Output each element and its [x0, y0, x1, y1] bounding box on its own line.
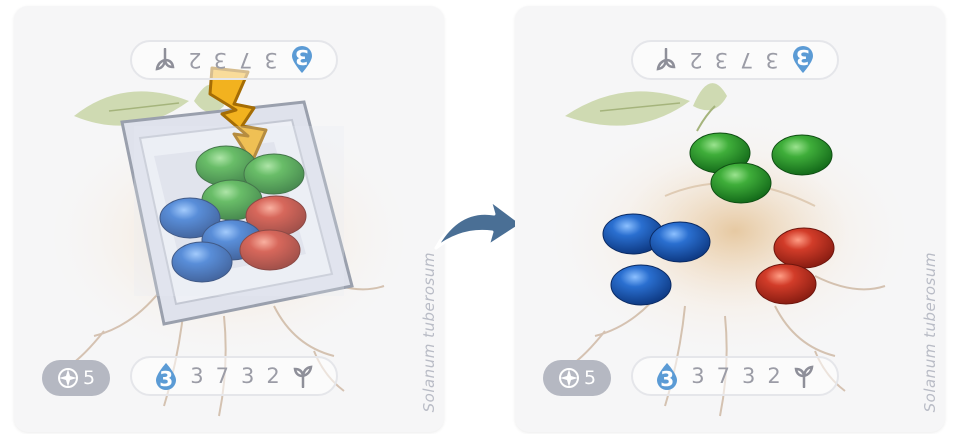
- green-token: [772, 135, 832, 175]
- water-drop-icon: 3: [655, 362, 679, 390]
- stat-value: 7: [717, 364, 730, 388]
- blue-token: [650, 222, 710, 262]
- stat-value: 2: [188, 48, 201, 72]
- compass-icon: [57, 367, 79, 389]
- stat-value: 2: [689, 48, 702, 72]
- bottom-stat-bar: 3 3 7 3 2: [631, 356, 839, 396]
- sprout-icon: [292, 364, 314, 388]
- stat-value: 3: [190, 364, 203, 388]
- stat-value: 7: [239, 48, 252, 72]
- stat-value: 3: [264, 48, 277, 72]
- bottom-stat-bar: 3 3 7 3 2: [130, 356, 338, 396]
- compass-value: 5: [584, 367, 596, 389]
- top-stat-bar: 3 3 7 3 2: [130, 40, 338, 80]
- plant-card-frozen[interactable]: 3 3 7 3 2 3 3 7 3 2 5 Solanum tuberosum: [14, 6, 444, 432]
- species-name: Solanum tuberosum: [921, 252, 939, 412]
- water-drop-icon: 3: [290, 46, 314, 74]
- green-token: [711, 163, 771, 203]
- compass-icon: [558, 367, 580, 389]
- sprout-icon: [154, 48, 176, 72]
- stat-value: 2: [266, 364, 279, 388]
- red-token: [774, 228, 834, 268]
- stat-value: 3: [765, 48, 778, 72]
- species-name: Solanum tuberosum: [420, 252, 438, 412]
- blue-token: [611, 265, 671, 305]
- stat-value: 3: [214, 48, 227, 72]
- red-token: [756, 264, 816, 304]
- plant-card-thawed[interactable]: 3 3 7 3 2 3 3 7 3 2 5 Solanum tuberosum: [515, 6, 945, 432]
- stat-value: 3: [715, 48, 728, 72]
- sprout-icon: [793, 364, 815, 388]
- compass-badge: 5: [42, 360, 110, 396]
- compass-value: 5: [83, 367, 95, 389]
- compass-badge: 5: [543, 360, 611, 396]
- stat-value: 3: [691, 364, 704, 388]
- stat-value: 2: [767, 364, 780, 388]
- transition-arrow-icon: [428, 190, 528, 260]
- stat-value: 7: [216, 364, 229, 388]
- stat-value: 7: [740, 48, 753, 72]
- water-drop-icon: 3: [791, 46, 815, 74]
- stat-value: 3: [241, 364, 254, 388]
- stat-value: 3: [742, 364, 755, 388]
- top-stat-bar: 3 3 7 3 2: [631, 40, 839, 80]
- water-drop-icon: 3: [154, 362, 178, 390]
- sprout-icon: [655, 48, 677, 72]
